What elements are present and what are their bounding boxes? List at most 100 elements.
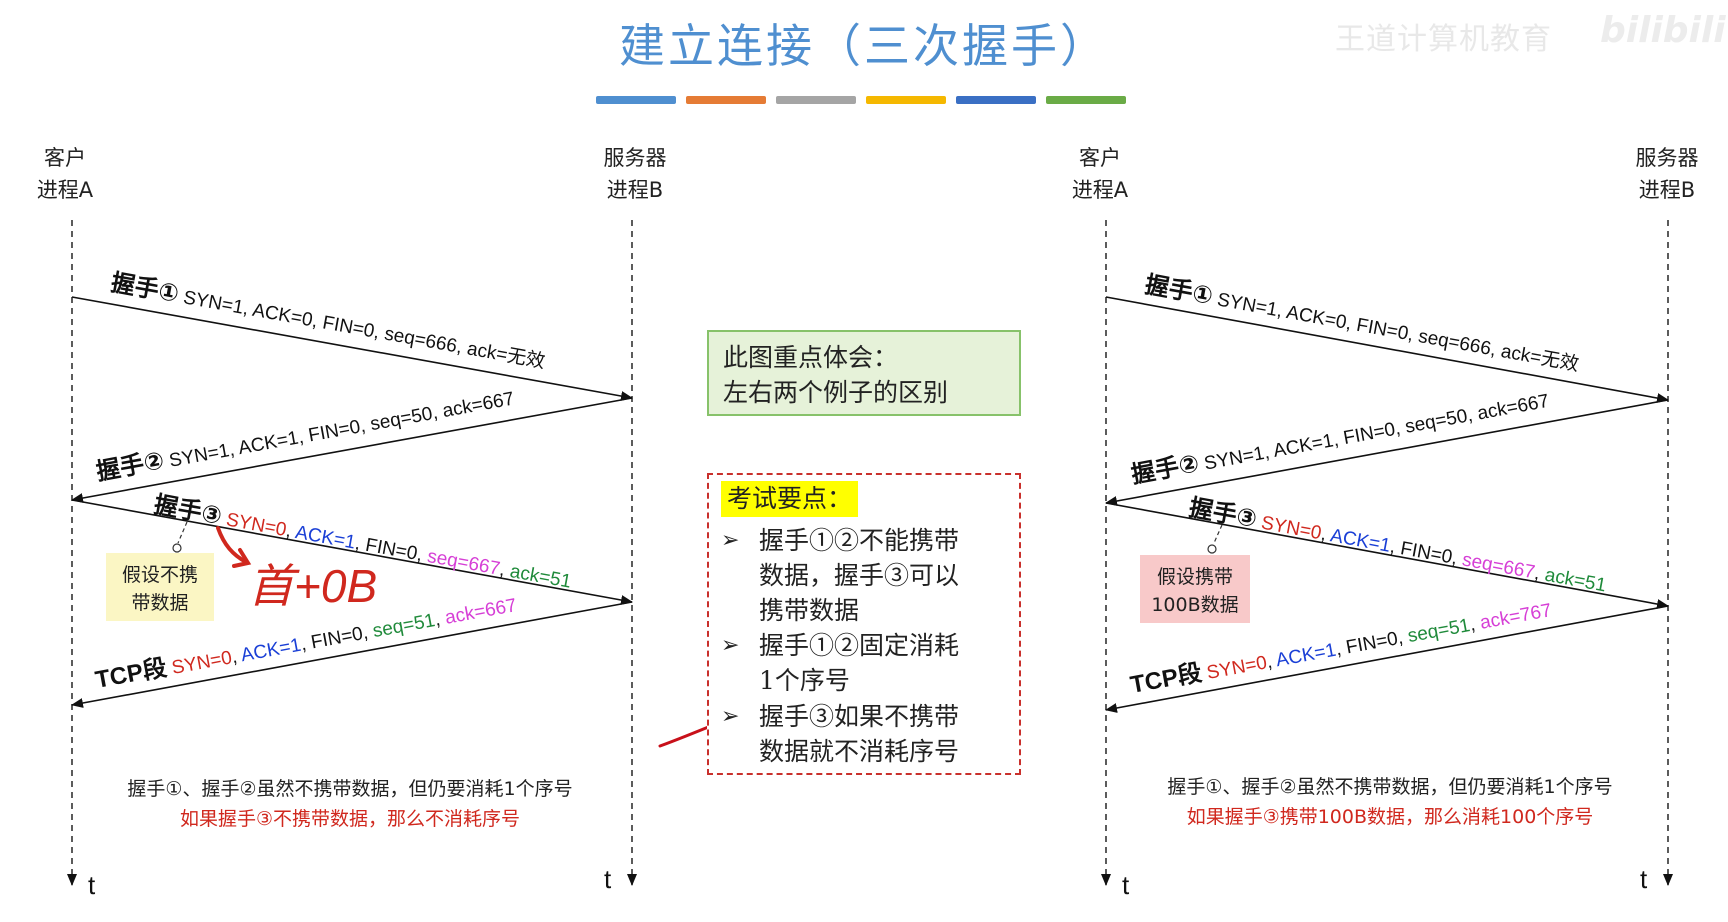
left-hs2-prefix: 握手② <box>94 446 166 486</box>
handwritten-arrow-head <box>232 548 252 568</box>
exam-item-3-line2: 数据就不消耗序号 <box>759 737 960 766</box>
left-tcp-fin: FIN=0 <box>304 623 364 654</box>
note-line2: 左右两个例子的区别 <box>723 378 949 407</box>
left-hs1-prefix: 握手① <box>109 268 181 308</box>
left-hs3-arrow <box>71 499 633 605</box>
handwritten-annotation: 首+0B <box>248 560 377 612</box>
left-client-label: 客户 进程A <box>20 142 110 206</box>
exam-item-3: ➢ 握手③如果不携带 数据就不消耗序号 <box>721 699 959 769</box>
right-hs3-ackv: ack=51 <box>1538 564 1608 597</box>
right-hs2-label: 握手② SYN=1, ACK=1, FIN=0, seq=50, ack=667 <box>1129 385 1551 489</box>
right-hs2-prefix: 握手② <box>1129 449 1201 489</box>
bullet-arrow-icon: ➢ <box>721 633 740 658</box>
key-point-note: 此图重点体会： 左右两个例子的区别 <box>707 330 1021 416</box>
left-tcp-syn: SYN=0 <box>165 647 234 680</box>
left-client-line2: 进程A <box>36 178 94 202</box>
right-server-label: 服务器 进程B <box>1612 142 1722 206</box>
page-title: 建立连接（三次握手） <box>619 19 1109 73</box>
left-tcp-seq: seq=51 <box>366 610 437 643</box>
right-tcp-ack: ACK=1 <box>1270 640 1338 672</box>
right-hs1-label: 握手① SYN=1, ACK=0, FIN=0, seq=666, ack=无效 <box>1143 270 1582 376</box>
left-footer-line1: 握手①、握手②虽然不携带数据，但仍要消耗1个序号 <box>127 778 573 800</box>
bullet-arrow-icon: ➢ <box>721 528 740 553</box>
right-tcp-syn: SYN=0 <box>1200 652 1269 685</box>
right-hs3-ack: ACK=1 <box>1324 524 1392 556</box>
exam-item-1-line1: 握手①②不能携带 <box>759 526 960 555</box>
right-tcp-fin: FIN=0 <box>1339 628 1399 659</box>
left-hs3-ackv: ack=51 <box>503 560 573 593</box>
left-hs3-syn: SYN=0 <box>219 508 288 540</box>
left-server-line1: 服务器 <box>603 146 667 170</box>
color-segment <box>686 96 766 104</box>
handwritten-curve-arrow <box>216 526 248 564</box>
left-hs2-arrow <box>71 397 633 503</box>
exam-item-2-line1: 握手①②固定消耗 <box>759 631 960 660</box>
right-tcp-seq: seq=51 <box>1401 615 1472 648</box>
color-segment <box>956 96 1036 104</box>
exam-item-3-line1: 握手③如果不携带 <box>759 702 960 731</box>
right-hs3-label: 握手③ SYN=0, ACK=1, FIN=0, seq=667, ack=51 <box>1187 493 1609 597</box>
left-tcp-ack: ACK=1 <box>235 635 303 667</box>
left-hs1-arrow <box>71 296 633 401</box>
right-footer-line2: 如果握手③携带100B数据，那么消耗100个序号 <box>1186 806 1594 828</box>
right-hs2-arrow <box>1105 399 1669 506</box>
right-hs1-prefix: 握手① <box>1143 270 1215 310</box>
color-segment <box>866 96 946 104</box>
exam-points-box: 考试要点： ➢ 握手①②不能携带 数据，握手③可以 携带数据 ➢ 握手①②固定消… <box>707 473 1021 775</box>
right-footer-line1: 握手①、握手②虽然不携带数据，但仍要消耗1个序号 <box>1167 776 1613 798</box>
right-callout-line <box>1213 524 1223 544</box>
right-assumption-line1: 假设携带 <box>1156 566 1233 588</box>
right-hs1-arrow <box>1105 296 1669 403</box>
left-assumption-box: 假设不携 带数据 <box>106 553 214 621</box>
exam-item-2-line2: 1个序号 <box>759 666 850 695</box>
exam-item-1-line3: 携带数据 <box>759 596 860 625</box>
right-hs3-syn: SYN=0 <box>1254 512 1323 545</box>
exam-item-2: ➢ 握手①②固定消耗 1个序号 <box>721 628 959 698</box>
watermark: 王道计算机教育 <box>1335 22 1552 57</box>
right-client-line2: 进程A <box>1071 178 1129 202</box>
right-hs1-fields: SYN=1, ACK=0, FIN=0, seq=666, ack=无效 <box>1210 287 1580 375</box>
right-hs3-prefix: 握手③ <box>1187 493 1259 533</box>
color-segment <box>776 96 856 104</box>
left-callout-dot <box>172 543 182 553</box>
right-server-line1: 服务器 <box>1635 146 1699 170</box>
right-server-time-label: t <box>1640 864 1648 894</box>
right-hs3-seq: seq=667 <box>1455 548 1536 583</box>
left-hs3-ack: ACK=1 <box>289 521 357 553</box>
left-hs1-label: 握手① SYN=1, ACK=0, FIN=0, seq=666, ack=无效 <box>109 268 548 374</box>
right-tcp-prefix: TCP段 <box>1128 658 1204 699</box>
bullet-arrow-icon: ➢ <box>721 704 740 729</box>
right-tcp-arrow <box>1105 605 1669 713</box>
right-server-line2: 进程B <box>1638 178 1696 202</box>
right-assumption-box: 假设携带 100B数据 <box>1140 555 1250 623</box>
left-client-line1: 客户 <box>44 146 86 170</box>
right-client-line1: 客户 <box>1079 146 1121 170</box>
left-server-time-label: t <box>604 864 612 894</box>
left-assumption-line2: 带数据 <box>131 592 189 614</box>
left-hs2-fields: SYN=1, ACK=1, FIN=0, seq=50, ack=667 <box>162 388 515 472</box>
right-hs2-fields: SYN=1, ACK=1, FIN=0, seq=50, ack=667 <box>1197 391 1550 476</box>
left-footer-line2: 如果握手③不携带数据，那么不消耗序号 <box>179 808 521 830</box>
left-server-label: 服务器 进程B <box>580 142 690 206</box>
left-footer: 握手①、握手②虽然不携带数据，但仍要消耗1个序号 如果握手③不携带数据，那么不消… <box>60 774 640 834</box>
exam-item-1-line2: 数据，握手③可以 <box>759 561 960 590</box>
left-server-line2: 进程B <box>606 178 664 202</box>
left-hs3-seq: seq=667 <box>420 545 501 580</box>
exam-item-1: ➢ 握手①②不能携带 数据，握手③可以 携带数据 <box>721 523 959 628</box>
left-client-time-label: t <box>88 870 96 900</box>
left-hs1-fields: SYN=1, ACK=0, FIN=0, seq=666, ack=无效 <box>176 285 546 373</box>
note-line1: 此图重点体会： <box>723 343 899 372</box>
color-segment <box>596 96 676 104</box>
left-hs2-label: 握手② SYN=1, ACK=1, FIN=0, seq=50, ack=667 <box>94 383 516 486</box>
left-hs3-prefix: 握手③ <box>152 490 224 530</box>
left-callout-line <box>177 521 188 544</box>
left-assumption-line1: 假设不携 <box>121 564 198 586</box>
color-segment <box>1046 96 1126 104</box>
exam-title: 考试要点： <box>721 481 859 517</box>
right-callout-dot <box>1207 544 1217 554</box>
title-color-bar <box>596 96 1126 104</box>
right-hs3-arrow <box>1105 502 1669 609</box>
left-tcp-arrow <box>71 601 633 708</box>
right-assumption-line2: 100B数据 <box>1151 594 1239 616</box>
